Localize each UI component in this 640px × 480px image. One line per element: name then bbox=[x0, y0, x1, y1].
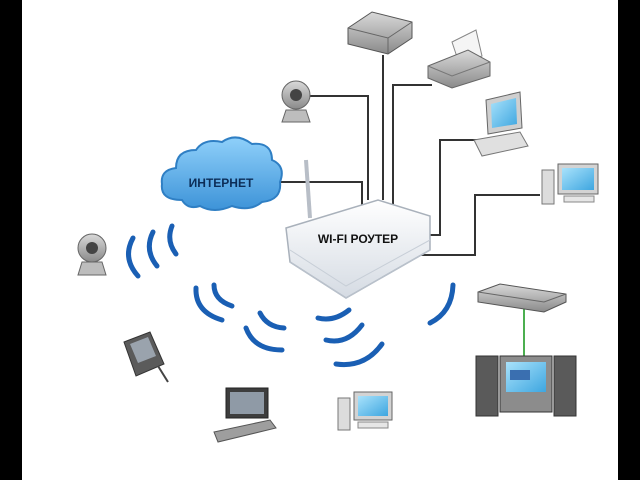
internet-label: ИНТЕРНЕТ bbox=[189, 176, 254, 190]
webcam-icon bbox=[281, 80, 311, 123]
router-label: WI-FI РОУТЕР bbox=[318, 232, 398, 246]
wave-pda-1 bbox=[193, 285, 225, 323]
wave-bottom-2 bbox=[323, 322, 365, 344]
network-diagram: ИНТЕРНЕТ WI-FI РОУТЕР bbox=[77, 11, 599, 443]
wave-left-2 bbox=[146, 229, 160, 269]
desktop-computer-icon bbox=[473, 91, 529, 157]
internet-cloud-icon bbox=[160, 136, 283, 211]
thin-client-computer-icon bbox=[541, 163, 599, 205]
wifi-waves bbox=[126, 223, 456, 368]
wave-left-1 bbox=[126, 235, 141, 279]
wave-right-1 bbox=[427, 282, 456, 326]
hard-drive-icon bbox=[347, 11, 413, 55]
wifi-router-icon bbox=[285, 159, 431, 299]
printer-icon bbox=[427, 29, 491, 89]
link-thin-client bbox=[410, 194, 540, 256]
wave-laptop-2 bbox=[257, 310, 287, 331]
media-player-icon bbox=[477, 283, 567, 313]
webcam-left-icon bbox=[77, 233, 107, 276]
link-internet bbox=[270, 181, 363, 205]
wave-laptop-1 bbox=[243, 325, 285, 353]
wave-pda-2 bbox=[211, 282, 235, 309]
thin-client-bottom-icon bbox=[337, 391, 393, 431]
diagram-canvas: ИНТЕРНЕТ WI-FI РОУТЕР bbox=[22, 0, 618, 480]
link-printer bbox=[392, 84, 432, 205]
pda-icon bbox=[123, 331, 169, 383]
laptop-icon bbox=[213, 387, 277, 443]
wave-left-3 bbox=[167, 223, 179, 257]
home-theater-tv-icon bbox=[475, 355, 577, 417]
wave-bottom-1 bbox=[315, 307, 352, 322]
link-webcam-top bbox=[310, 95, 369, 200]
wave-bottom-3 bbox=[333, 341, 385, 368]
